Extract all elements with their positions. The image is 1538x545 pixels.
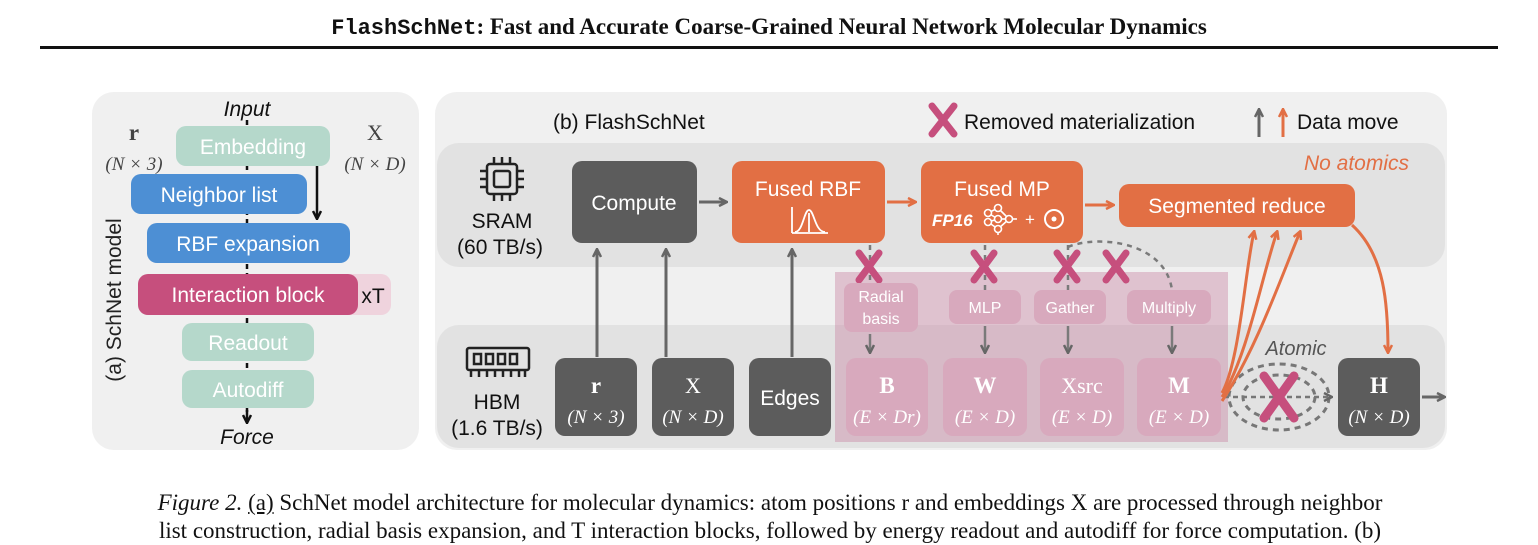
svg-text:MLP: MLP [969,300,1002,317]
neighbor-list-label: Neighbor list [161,184,278,207]
caption-text-1: SchNet model architecture for molecular … [279,490,1383,515]
op-down-arrows [870,326,1172,352]
svg-text:H: H [1370,373,1388,398]
chip-icon [480,157,524,201]
svg-text:(N × D): (N × D) [662,407,723,428]
tensor-m: M (E × D) [1137,358,1221,436]
panel-b-flashschnet: (b) FlashSchNet Removed materialization … [435,92,1447,450]
removed-x-marks [855,249,1130,284]
readout-block: Readout [182,323,314,361]
rbf-expansion-label: RBF expansion [176,233,320,256]
atomic-removed: Atomic [1224,338,1331,432]
svg-text:(E × D): (E × D) [1052,407,1112,428]
tensor-x: X (N × D) [652,358,734,436]
panel-a-schnet-model: (a) SchNet model Input Force r (N × 3) X… [92,92,419,450]
rbf-expansion-block: RBF expansion [147,223,350,263]
x-symbol: X [367,120,383,145]
op-multiply: Multiply [1127,290,1211,324]
fused-mp-label: Fused MP [954,178,1050,201]
fused-mp-block: Fused MP FP16 + [921,161,1083,243]
paper-header: FlashSchNet: Fast and Accurate Coarse-Gr… [40,14,1498,41]
op-radial-basis: Radial basis [844,283,918,332]
input-label: Input [224,98,272,121]
tensor-w: W (E × D) [943,358,1027,436]
embedding-block: Embedding [176,126,330,166]
autodiff-block: Autodiff [182,370,314,408]
hbm-bandwidth: (1.6 TB/s) [451,417,543,440]
svg-text:Gather: Gather [1046,300,1096,317]
panel-a-label: (a) SchNet model [103,218,126,381]
caption-line-1: Figure 2. (a) SchNet model architecture … [40,489,1500,517]
tensor-b: B (E × Dr) [846,358,928,436]
legend-move-label: Data move [1297,111,1399,134]
x-dim: (N × D) [344,154,405,175]
compute-label: Compute [591,192,676,215]
svg-text:(N × D): (N × D) [1348,407,1409,428]
interaction-block: Interaction block xT [138,274,391,315]
svg-text:(E × Dr): (E × Dr) [853,407,921,428]
svg-text:(E × D): (E × D) [1149,407,1209,428]
sram-bandwidth: (60 TB/s) [457,236,543,259]
tensor-r: r (N × 3) [555,358,637,436]
odot-icon [1044,209,1064,229]
caption-part-a: (a) [248,490,274,515]
removed-x-icon [928,102,958,138]
svg-text:B: B [879,373,894,398]
tensor-edges: Edges [749,358,831,436]
readout-label: Readout [208,332,288,355]
tensor-xsrc: Xsrc (E × D) [1040,358,1124,436]
hbm-label: HBM [474,391,521,414]
svg-text:Edges: Edges [760,387,820,410]
autodiff-label: Autodiff [213,379,284,402]
svg-text:Radial: Radial [858,289,903,306]
svg-text:Xsrc: Xsrc [1061,373,1103,398]
force-label: Force [220,426,274,449]
svg-text:basis: basis [862,311,899,328]
fp16-label: FP16 [932,211,973,230]
legend: Removed materialization Data move [928,102,1399,138]
embedding-label: Embedding [200,136,306,159]
compute-block: Compute [572,161,697,243]
caption-figure-label: Figure 2. [157,490,243,515]
gaussian-icon [791,207,828,234]
panel-b-title: (b) FlashSchNet [553,111,705,134]
svg-text:Multiply: Multiply [1142,300,1196,317]
plus-sign: + [1025,210,1035,229]
figure-2: (a) SchNet model Input Force r (N × 3) X… [92,92,1447,450]
svg-text:(E × D): (E × D) [955,407,1015,428]
figure-caption: Figure 2. (a) SchNet model architecture … [40,489,1500,545]
graph-icon [983,203,1017,235]
neighbor-list-block: Neighbor list [131,174,307,214]
segmented-reduce-block: Segmented reduce [1119,184,1355,227]
sram-label: SRAM [472,210,533,233]
atomic-label: Atomic [1264,338,1326,360]
op-mlp: MLP [949,290,1021,324]
fused-rbf-label: Fused RBF [755,178,861,201]
memory-icon [465,346,531,377]
svg-text:M: M [1168,373,1190,398]
repeat-label: xT [361,285,385,308]
op-gather: Gather [1034,290,1106,324]
header-title-text: : Fast and Accurate Coarse-Grained Neura… [476,14,1207,39]
tensor-h: H (N × D) [1338,358,1420,436]
header-method-name: FlashSchNet [331,16,477,41]
svg-text:(N × 3): (N × 3) [567,407,624,428]
r-symbol: r [129,120,139,145]
interaction-block-label: Interaction block [172,284,325,307]
svg-text:r: r [591,373,601,398]
r-dim: (N × 3) [105,154,162,175]
segmented-reduce-label: Segmented reduce [1148,195,1325,218]
no-atomics-label: No atomics [1304,152,1410,175]
legend-removed-label: Removed materialization [964,111,1195,134]
header-rule [40,46,1498,49]
svg-text:X: X [685,373,701,398]
reduce-arrows [1220,223,1388,402]
fused-rbf-block: Fused RBF [732,161,885,243]
svg-text:W: W [974,373,997,398]
caption-line-2: list construction, radial basis expansio… [158,518,1382,543]
